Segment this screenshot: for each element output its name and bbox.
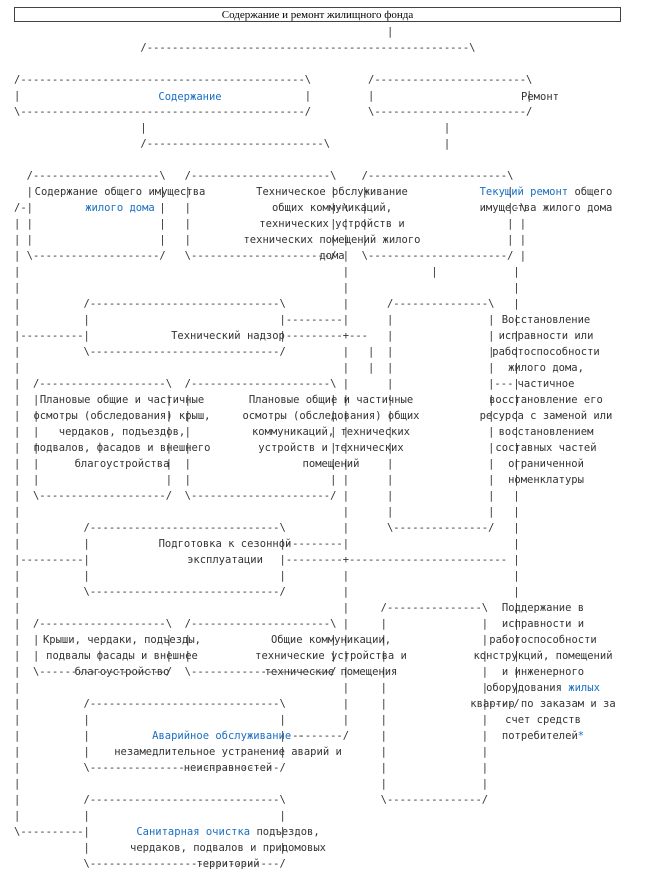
box-comm: Общие коммуникации, технические устройст… (255, 634, 407, 678)
link-current-repair[interactable]: Текущий ремонт (479, 186, 569, 198)
link-residential-house[interactable]: жилого дома (85, 202, 155, 214)
link-emergency[interactable]: Аварийное обслуживание (152, 730, 292, 742)
footnote-mark[interactable]: * (577, 730, 585, 742)
link-residential[interactable]: жилых (568, 682, 600, 694)
box-tech-supervision: Технический надзор (171, 330, 285, 342)
box-upkeep: Поддержание в исправности и работоспособ… (470, 600, 616, 744)
box-current-repair-text: общего имущества жилого дома (479, 186, 613, 214)
box-current-repair: Текущий ремонт общего имущества жилого д… (462, 184, 630, 216)
box-emergency: Аварийное обслуживание - незамедлительно… (110, 728, 346, 776)
box-emergency-text: - незамедлительное устранение аварий и н… (114, 730, 342, 774)
box-sanitary-text: подъездов, чердаков, подвалов и придомов… (130, 826, 326, 870)
box-sanitary: Санитарная очистка подъездов, чердаков, … (110, 824, 346, 872)
box-tech-service: Техническое обслуживание общих коммуника… (243, 186, 421, 262)
box-inspections-comm: Плановые общие и частичные осмотры (обсл… (242, 394, 420, 470)
box-upkeep-text: Поддержание в исправности и работоспособ… (473, 602, 613, 694)
box-roofs: Крыши, чердаки, подъезды, подвалы фасады… (42, 634, 202, 678)
box-inspections-roofs: Плановые общие и частичные осмотры (обсл… (33, 394, 211, 470)
branch-repair: Ремонт (521, 91, 559, 103)
box-common-property: Содержание общего имущества жилого дома (30, 184, 210, 216)
diagram-connectors: | /-------------------------------------… (14, 26, 533, 870)
box-upkeep-text-2: квартир по заказам и за счет средств пот… (470, 698, 616, 742)
box-restoration: Восстановление исправности или работоспо… (479, 314, 613, 486)
box-common-property-text: Содержание общего имущества (34, 186, 206, 198)
box-seasonal-prep: Подготовка к сезонной эксплуатации (158, 538, 292, 566)
link-sanitary[interactable]: Санитарная очистка (136, 826, 251, 838)
diagram-title: Содержание и ремонт жилищного фонда (14, 7, 621, 22)
branch-maintenance: Содержание (158, 91, 222, 103)
